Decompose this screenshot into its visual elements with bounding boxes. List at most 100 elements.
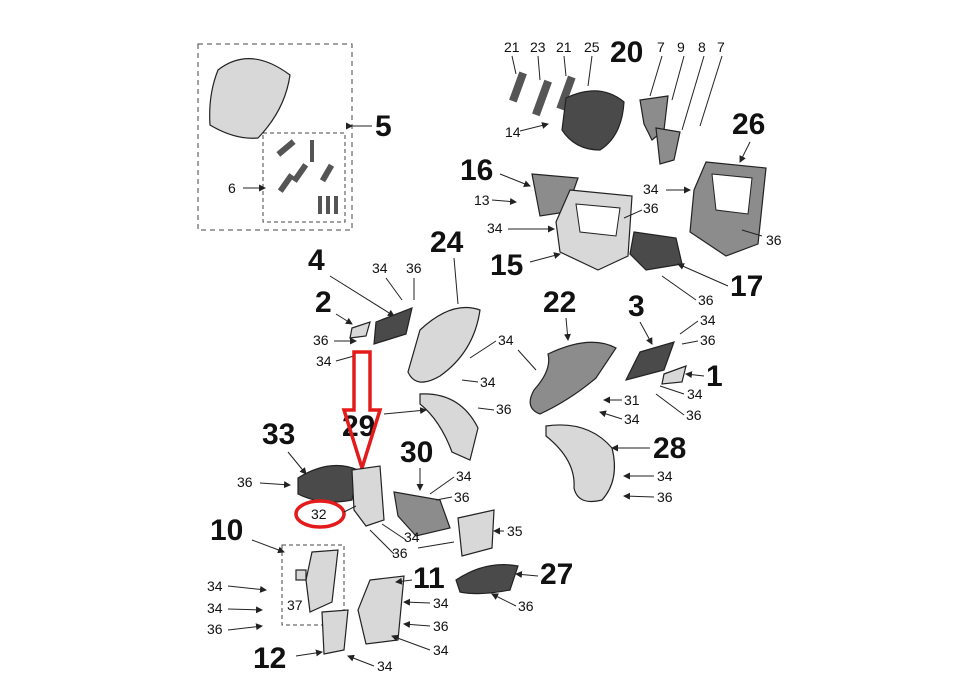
callout-36-17: 36: [698, 292, 714, 308]
windscreen-part: [209, 58, 291, 139]
callout-36-11: 36: [433, 618, 449, 634]
callout-34-1: 34: [687, 386, 703, 402]
callout-2: 2: [315, 286, 332, 319]
callout-5: 5: [375, 110, 392, 143]
part-11-group: 11 34 36 34 34: [347, 562, 449, 674]
callout-34-30: 34: [643, 181, 659, 197]
callout-36-3a: 36: [700, 332, 716, 348]
callout-9: 9: [677, 39, 685, 55]
front-cluster: 16 13 34 15 36 17 36: [460, 154, 763, 308]
callout-34-10: 34: [207, 600, 223, 616]
part-27: [545, 424, 615, 503]
part-30-group: 26 34 36: [643, 108, 782, 257]
callout-20: 20: [610, 36, 643, 69]
part-26: [407, 306, 481, 383]
callout-8: 8: [698, 39, 706, 55]
callout-21a: 23: [530, 39, 546, 55]
callout-34-22: 34: [456, 468, 472, 484]
part-22: [393, 491, 451, 537]
part-29: [455, 564, 519, 595]
callout-36-10: 36: [207, 621, 223, 637]
callout-32: 32: [311, 506, 327, 522]
part-28: [419, 393, 479, 461]
kit-dashed-box: [197, 43, 353, 231]
callout-10: 10: [210, 514, 243, 547]
callout-35-10: 34: [207, 578, 223, 594]
callout-11: 11: [413, 562, 445, 595]
callout-22: 30: [400, 436, 433, 469]
part-37: [295, 569, 307, 581]
top-cluster: 21 23 21 25 20 7 9 8 7 14: [504, 36, 725, 165]
callout-18: 21: [556, 39, 572, 55]
callout-36-30: 36: [766, 232, 782, 248]
part-3: [624, 341, 675, 381]
callout-1: 1: [706, 360, 723, 393]
part-4: [373, 307, 413, 345]
callout-36-28: 36: [496, 401, 512, 417]
callout-36-29: 36: [518, 598, 534, 614]
callout-21b: 25: [584, 39, 600, 55]
callout-36-2: 36: [313, 332, 329, 348]
part-28-group: 29 34 36: [341, 350, 512, 474]
callout-19: 21: [504, 39, 520, 55]
callout-34-11a: 34: [433, 595, 449, 611]
callout-35-11: 34: [433, 642, 449, 658]
callout-36-4: 36: [406, 260, 422, 276]
callout-7a: 7: [657, 39, 665, 55]
part-29-group: 27 36: [455, 558, 573, 614]
callout-29: 27: [540, 558, 573, 591]
callout-16: 16: [460, 154, 493, 187]
callout-36-33: 36: [237, 474, 253, 490]
callout-23: 31: [624, 392, 640, 408]
part-12: [321, 609, 349, 655]
callout-30: 26: [732, 108, 765, 141]
callout-34-15: 34: [487, 220, 503, 236]
callout-17: 17: [730, 270, 763, 303]
callout-31: 35: [507, 523, 523, 539]
callout-33: 33: [262, 418, 295, 451]
callout-25: 34: [624, 411, 640, 427]
callout-36-1: 36: [686, 407, 702, 423]
callout-6: 6: [228, 180, 236, 196]
callout-7b: 7: [717, 39, 725, 55]
part-10: [305, 549, 339, 613]
part-24: [529, 341, 617, 415]
callout-4: 4: [308, 244, 325, 277]
callout-12: 12: [253, 642, 286, 675]
part-1: [661, 365, 687, 385]
bracket-parts: [639, 95, 681, 165]
callout-34-4: 34: [372, 260, 388, 276]
part-31: [457, 509, 495, 557]
windscreen-kit-group: 5 6: [197, 43, 392, 231]
callout-13: 13: [474, 192, 490, 208]
highlight-down-arrow: [341, 350, 383, 474]
callout-34-26: 34: [498, 332, 514, 348]
callout-34-31: 34: [404, 529, 420, 545]
part-10-group: 10 37 34 34 36 12: [207, 514, 349, 675]
part-11: [357, 575, 405, 645]
callout-15: 15: [490, 249, 523, 282]
strip-parts: [509, 71, 576, 117]
callout-36-15: 36: [643, 200, 659, 216]
highlight-circle: [294, 499, 346, 529]
part-10-dashed-box: [281, 544, 345, 626]
callout-36-22: 36: [454, 489, 470, 505]
part-33: [297, 464, 359, 503]
callout-36-31: 36: [392, 545, 408, 561]
screw-hardware-set: [276, 139, 338, 214]
callout-27: 28: [653, 432, 686, 465]
part-32: [351, 465, 385, 527]
callout-3: 3: [628, 290, 645, 323]
part-33-group: 33 36 32: [237, 418, 385, 529]
part-17: [629, 231, 683, 271]
callout-34-28: 34: [480, 374, 496, 390]
callout-34-27: 34: [657, 468, 673, 484]
callout-34-2: 34: [316, 353, 332, 369]
callout-26: 24: [430, 226, 464, 259]
callout-37: 37: [287, 597, 303, 613]
part-22-group: 30 34 36 35 34 36: [369, 436, 523, 561]
part-27-group: 28 34 36: [545, 424, 686, 505]
side-right-cluster: 22 3 34 36 1 34 36 31 34: [529, 286, 723, 427]
callout-14: 14: [505, 124, 521, 140]
